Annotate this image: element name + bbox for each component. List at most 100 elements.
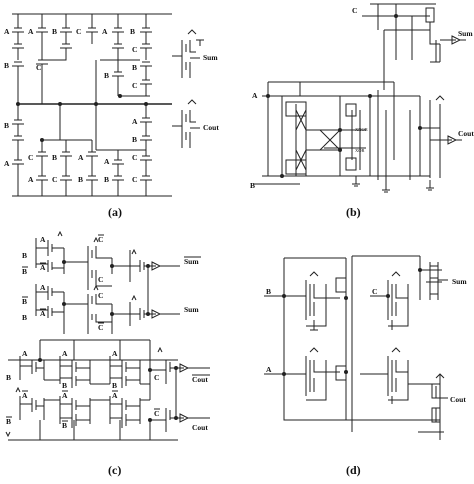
label: A: [40, 235, 46, 244]
junction-dot: [110, 312, 114, 316]
label: A: [40, 283, 46, 292]
junction-dot: [344, 370, 348, 374]
label: B: [22, 313, 27, 322]
input-label-a: A: [266, 365, 272, 374]
transistor-box: [431, 383, 441, 399]
output-label-cout: Cout: [203, 123, 219, 132]
output-label-sum-bar: Sum: [184, 257, 199, 266]
junction-dot: [338, 128, 342, 132]
junction-dot: [418, 126, 422, 130]
label: A: [62, 349, 68, 358]
label: A: [104, 157, 110, 166]
output-label-cout-bar: Cout: [192, 375, 208, 384]
junction-dot: [266, 94, 270, 98]
junction-dot: [282, 372, 286, 376]
transistor-box: [429, 265, 439, 279]
label: C: [76, 27, 81, 36]
label-overbar: A: [62, 391, 68, 400]
panel-caption: (b): [346, 205, 361, 219]
transistor-box: [425, 7, 435, 23]
input-label-a: A: [252, 91, 258, 100]
panel-caption: (d): [346, 463, 361, 477]
cout-bar-network: [8, 339, 210, 400]
label-overbar: C: [154, 409, 159, 418]
junction-dot: [386, 294, 390, 298]
junction-dot: [174, 416, 178, 420]
label: B: [104, 175, 109, 184]
output-label-sum: Sum: [184, 305, 199, 314]
label: C: [52, 175, 57, 184]
junction-dot: [118, 94, 122, 98]
label: B: [52, 153, 57, 162]
junction-dot: [338, 148, 342, 152]
label: C: [28, 153, 33, 162]
output-label-cout: Cout: [458, 129, 474, 138]
junction-dot: [368, 94, 372, 98]
sum-network: [35, 264, 180, 334]
label: A: [102, 27, 108, 36]
input-label-c: C: [352, 6, 357, 15]
junction-dot: [418, 268, 422, 272]
transistor-box: [345, 157, 357, 171]
output-label-sum: Sum: [452, 277, 467, 286]
label: C: [154, 373, 159, 382]
label-overbar: A: [40, 309, 46, 318]
label-overbar: B: [22, 297, 27, 306]
junction-dot: [58, 102, 62, 106]
panel-caption: (a): [108, 205, 122, 219]
label: B: [132, 135, 137, 144]
junction-dot: [40, 138, 44, 142]
output-label-sum: Sum: [203, 53, 218, 62]
label: B: [78, 175, 83, 184]
junction-dot: [146, 312, 150, 316]
cout-output-inverter: [172, 99, 200, 148]
transistor-box: [345, 103, 357, 117]
output-label-cout: Cout: [192, 423, 208, 432]
junction-dot: [146, 264, 150, 268]
cout-network: [5, 346, 210, 441]
label: A: [112, 349, 118, 358]
b-input-wire: [254, 175, 420, 185]
input-label-b: B: [250, 181, 255, 190]
panel-caption: (c): [108, 463, 121, 477]
label: A: [132, 117, 138, 126]
junction-dot: [280, 174, 284, 178]
label: B: [22, 251, 27, 260]
junction-dot: [144, 102, 148, 106]
label: C: [36, 63, 41, 72]
sum-bar-network: [35, 230, 180, 290]
panel-a-transistor-schematic: A B A B C C A B B C B C A B C B C A A B …: [4, 13, 219, 219]
label-overbar: A: [40, 263, 46, 272]
label: B: [104, 71, 109, 80]
label: B: [62, 381, 67, 390]
panel-c-gate-level-schematic: A B C A B C Sum A B C A B C Sum A B A A …: [5, 230, 210, 477]
junction-dot: [148, 418, 152, 422]
sum-buffer: [440, 35, 466, 45]
panel-b-transistor-schematic: C A B Sum Cout XNOR XOR (b): [250, 3, 474, 219]
label: C: [98, 275, 103, 284]
label-overbar: B: [6, 417, 11, 426]
label: C: [132, 81, 137, 90]
junction-dot: [344, 296, 348, 300]
junction-dot: [110, 264, 114, 268]
transistor-box: [285, 101, 307, 117]
junction-dot: [394, 14, 398, 18]
node-label-xnor: XNOR: [355, 127, 368, 132]
label: C: [98, 291, 103, 300]
junction-dot: [148, 368, 152, 372]
junction-dot: [62, 260, 66, 264]
junction-dot: [174, 366, 178, 370]
junction-dot: [62, 302, 66, 306]
panel-d-transistor-schematic: B A C Sum Cout (d): [264, 255, 467, 477]
label-overbar: C: [98, 323, 103, 332]
label: A: [4, 159, 10, 168]
label: B: [6, 373, 11, 382]
label: A: [28, 27, 34, 36]
label: C: [132, 153, 137, 162]
label-overbar: A: [22, 391, 28, 400]
label-overbar: C: [98, 235, 103, 244]
label-overbar: B: [62, 421, 67, 430]
junction-dot: [38, 358, 42, 362]
label: C: [132, 175, 137, 184]
